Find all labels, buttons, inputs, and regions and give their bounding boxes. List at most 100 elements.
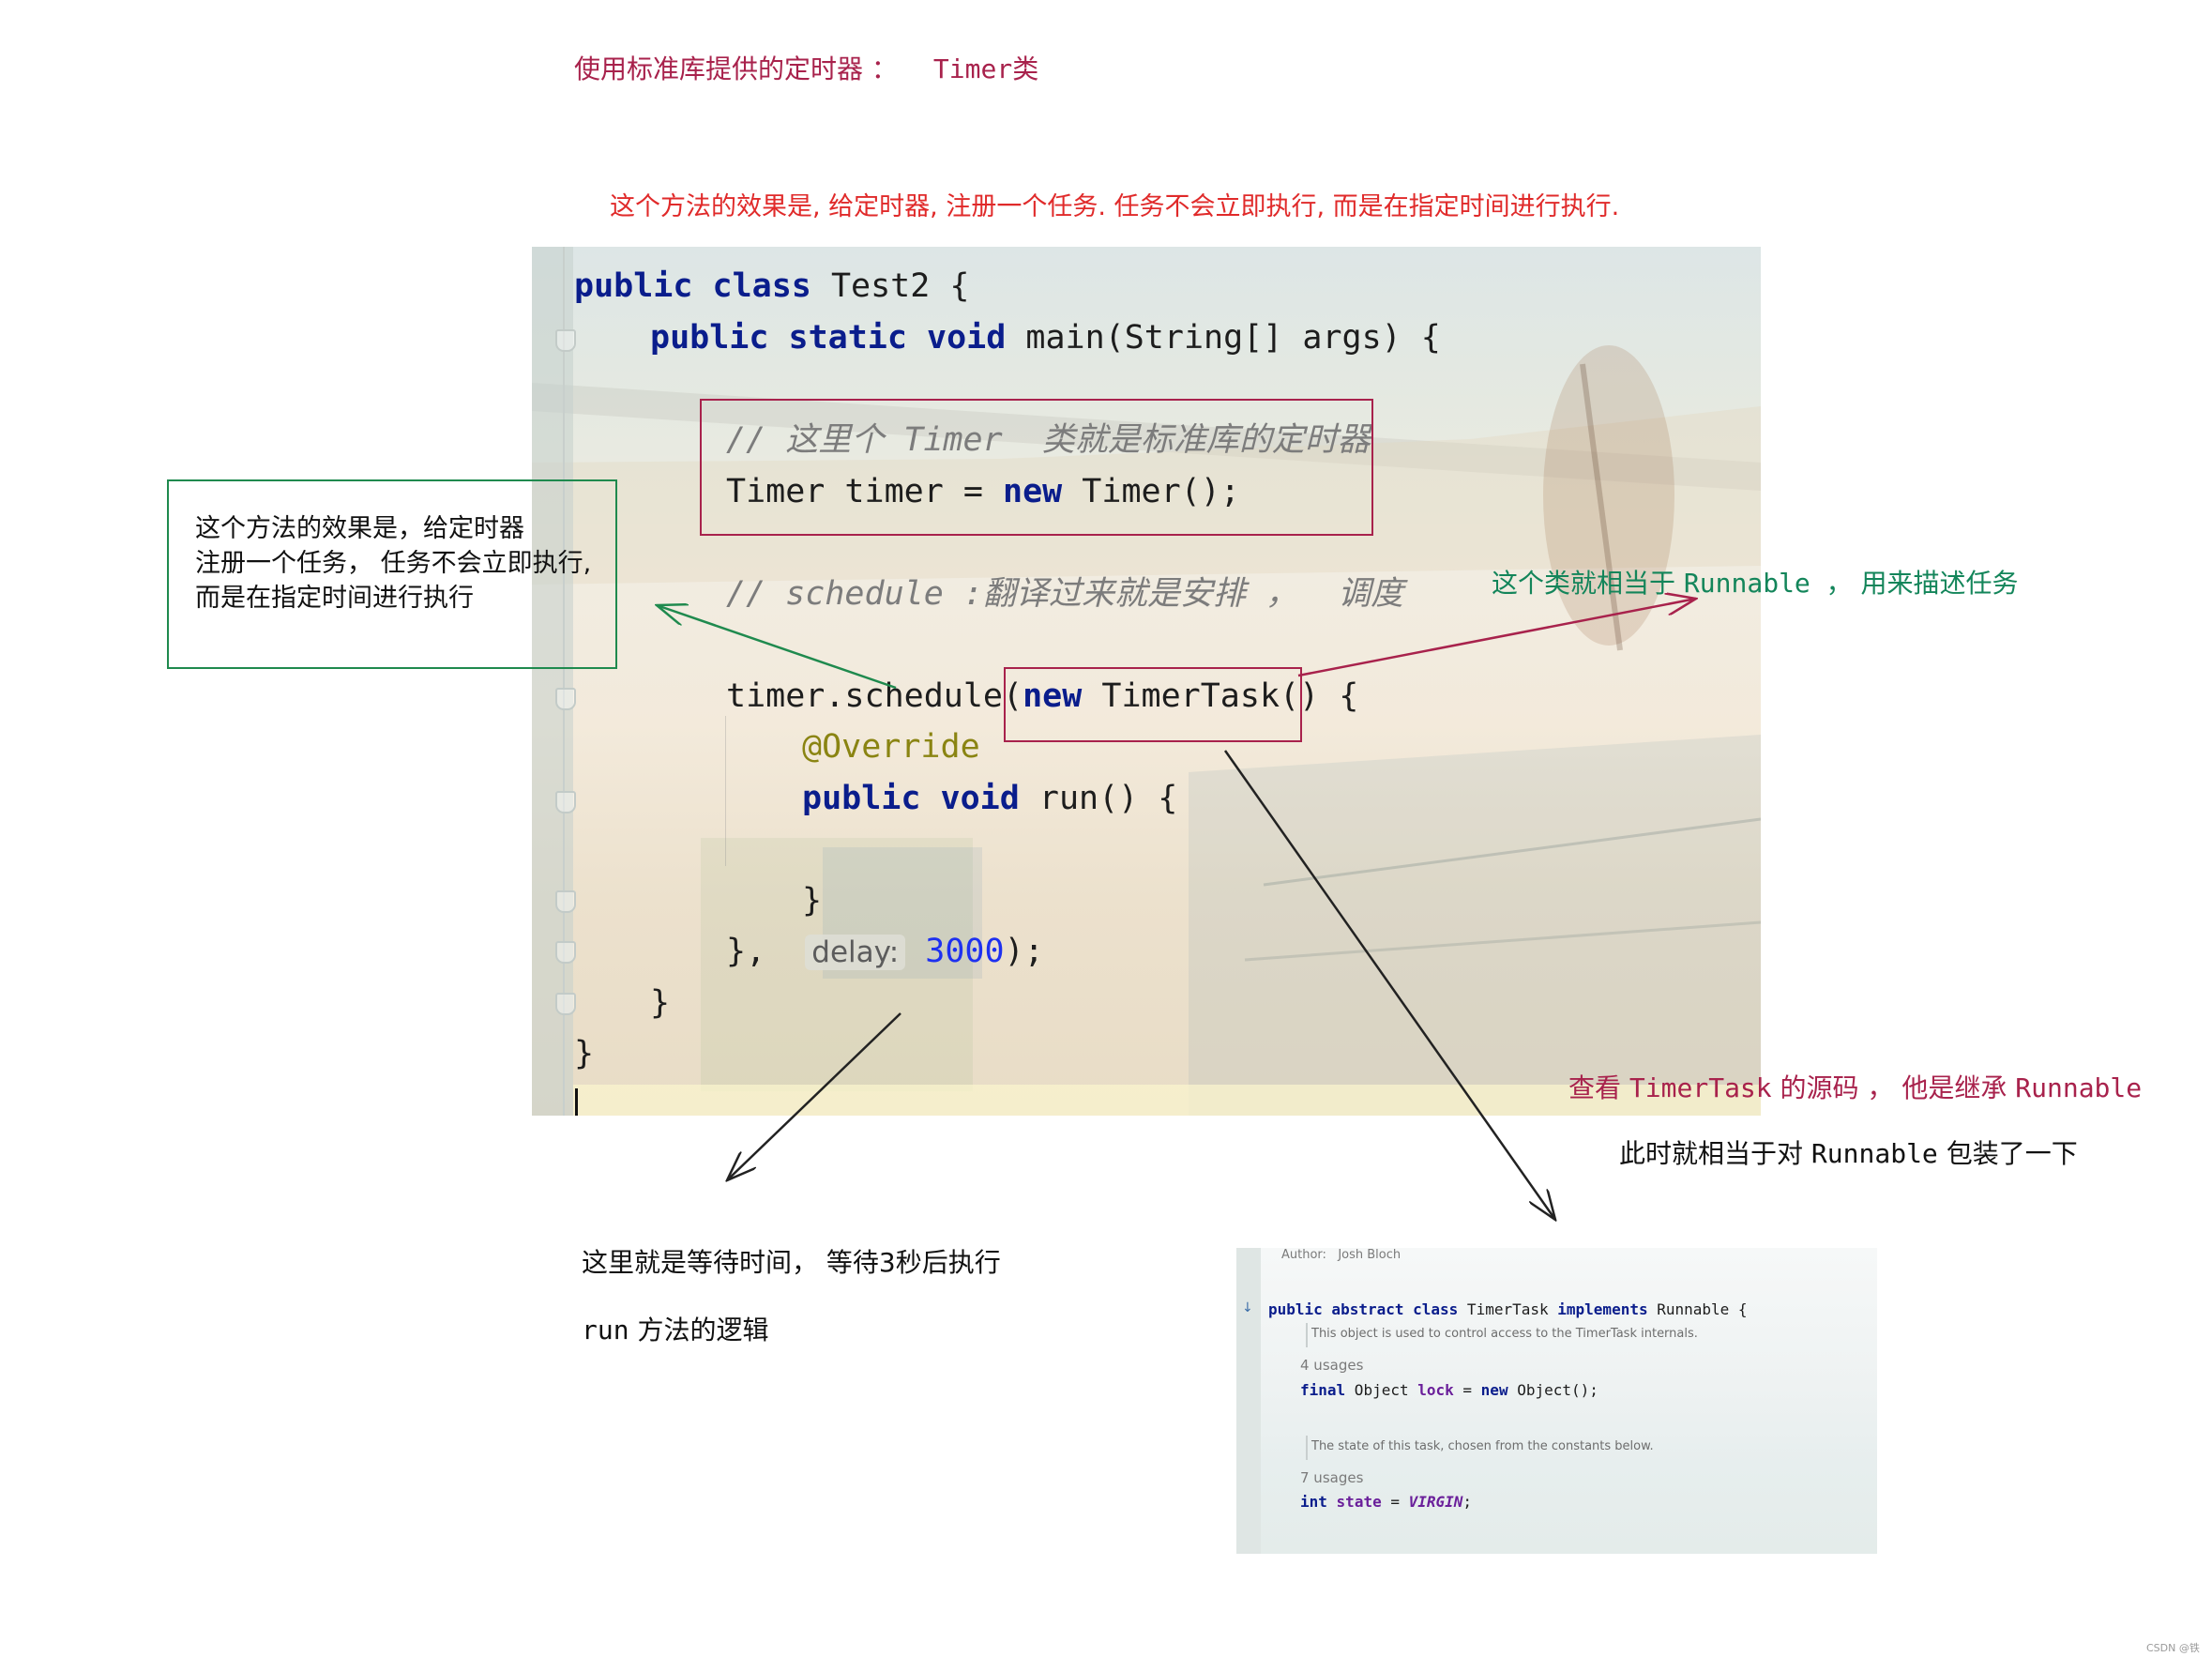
timer-highlight-box	[700, 399, 1373, 536]
number-literal: 3000	[925, 933, 1005, 970]
fold-marker-icon[interactable]	[555, 890, 576, 913]
code-text: TimerTask	[1458, 1300, 1558, 1318]
usages-hint[interactable]: 4 usages	[1300, 1357, 1364, 1374]
editor-gutter	[532, 247, 573, 1116]
run-note: run 方法的逻辑	[582, 1310, 769, 1347]
callout-line: 这个方法的效果是，给定时器	[195, 514, 524, 543]
code-line-6: timer.schedule(new TimerTask() {	[726, 676, 1358, 717]
source-author: Author: Josh Bloch	[1281, 1248, 1401, 1262]
code-line-8: public void run() {	[802, 778, 1177, 819]
timertask-source-screenshot: Author: Josh Bloch ↓ public abstract cla…	[1236, 1248, 1877, 1554]
note-text: 的源码 ， 他是继承	[1780, 1072, 2007, 1103]
code-comment-schedule: // schedule :翻译过来就是安排 ， 调度	[726, 575, 1404, 613]
page-title: 使用标准库提供的定时器 ： Timer类	[574, 49, 1038, 86]
keyword: implements	[1557, 1300, 1648, 1318]
code-text: Test2 {	[811, 267, 970, 305]
code-text: main(String[] args) {	[1006, 319, 1441, 357]
code-text: =	[1453, 1381, 1481, 1399]
code-line-10: }, delay: 3000);	[726, 931, 1044, 973]
doc-bar	[1306, 1436, 1308, 1460]
fold-marker-icon[interactable]	[555, 941, 576, 964]
current-line-highlight	[573, 1085, 1761, 1116]
text-caret	[575, 1088, 578, 1116]
field-name: lock	[1417, 1381, 1454, 1399]
code-text: timer.schedule(	[726, 677, 1023, 715]
keyword: new	[1023, 677, 1083, 715]
doc-bar	[1306, 1323, 1308, 1347]
background-scene	[532, 345, 1761, 1116]
code-text: =	[1381, 1493, 1409, 1511]
code-text: Object	[1345, 1381, 1418, 1399]
keyword: new	[1480, 1381, 1508, 1399]
code-editor-screenshot: public class Test2 { public static void …	[532, 247, 1761, 1116]
watermark-credit: CSDN @铁	[2146, 1642, 2200, 1654]
code-text: },	[726, 933, 786, 970]
subtitle-note: 这个方法的效果是, 给定时器, 注册一个任务. 任务不会立即执行, 而是在指定时…	[610, 192, 1620, 221]
source-state-field: int state = VIRGIN;	[1300, 1493, 1472, 1511]
keyword: final	[1300, 1381, 1346, 1399]
wait-note: 这里就是等待时间， 等待3秒后执行	[582, 1247, 1001, 1278]
note-mono: run	[582, 1315, 629, 1345]
fold-marker-icon[interactable]	[555, 688, 576, 710]
keyword: public abstract class	[1268, 1300, 1459, 1318]
note-text: 用来描述任务	[1860, 568, 2019, 599]
note-text: 包装了一下	[1946, 1138, 2078, 1169]
code-text: );	[1004, 933, 1044, 970]
code-line-11: }	[650, 984, 671, 1022]
implements-marker-icon[interactable]: ↓	[1242, 1300, 1253, 1315]
note-mono: Runnable	[1811, 1138, 1938, 1169]
arrow-to-callout	[657, 605, 897, 690]
constant-name: VIRGIN	[1408, 1493, 1463, 1511]
note-text: 查看	[1568, 1072, 1622, 1103]
code-text: Timer();	[1062, 473, 1240, 510]
source-doc-comment: This object is used to control access to…	[1311, 1327, 1698, 1341]
note-text: 方法的逻辑	[637, 1315, 769, 1345]
source-note: 查看 TimerTask 的源码 ， 他是继承 Runnable	[1568, 1068, 2142, 1105]
keyword: public class	[574, 267, 811, 305]
source-lock-field: final Object lock = new Object();	[1300, 1381, 1598, 1399]
code-text: Timer timer =	[726, 473, 1004, 510]
wrap-note: 此时就相当于对 Runnable 包装了一下	[1619, 1133, 2078, 1171]
code-annotation-override: @Override	[802, 728, 980, 766]
runnable-note: 这个类就相当于 Runnable ， 用来描述任务	[1492, 563, 2019, 600]
title-mono: Timer类	[932, 53, 1039, 84]
source-doc-comment: The state of this task, chosen from the …	[1311, 1439, 1654, 1453]
code-text: run() {	[1019, 780, 1178, 817]
code-line-4: Timer timer = new Timer();	[726, 471, 1240, 512]
keyword: new	[1003, 473, 1063, 510]
arrow-to-source	[1223, 750, 1555, 1220]
note-text: 此时就相当于对	[1619, 1138, 1804, 1169]
indent-guide	[725, 716, 726, 866]
code-text: Runnable {	[1647, 1300, 1748, 1318]
code-text: ;	[1462, 1493, 1473, 1511]
code-line-2: public static void main(String[] args) {	[650, 317, 1441, 358]
keyword: public void	[802, 780, 1020, 817]
code-text: TimerTask() {	[1082, 677, 1359, 715]
code-text: Object();	[1507, 1381, 1598, 1399]
keyword: public static void	[650, 319, 1007, 357]
code-line-12: }	[574, 1035, 595, 1072]
fold-marker-icon[interactable]	[555, 329, 576, 352]
keyword: int	[1300, 1493, 1327, 1511]
note-mono: Runnable	[2015, 1072, 2143, 1103]
schedule-callout-box: 这个方法的效果是，给定时器 注册一个任务， 任务不会立即执行, 而是在指定时间进…	[167, 479, 617, 669]
source-declaration: public abstract class TimerTask implemen…	[1268, 1300, 1748, 1318]
fold-marker-icon[interactable]	[555, 791, 576, 813]
parameter-hint: delay:	[805, 935, 906, 970]
callout-line: 注册一个任务， 任务不会立即执行,	[195, 549, 592, 578]
code-comment-timer: // 这里个 Timer 类就是标准库的定时器	[726, 421, 1371, 459]
source-gutter	[1236, 1248, 1261, 1554]
code-line-1: public class Test2 {	[574, 266, 969, 307]
fold-marker-icon[interactable]	[555, 993, 576, 1015]
gutter-line	[563, 247, 565, 1116]
arrow-to-wait-note	[727, 1012, 901, 1180]
usages-hint[interactable]: 7 usages	[1300, 1469, 1364, 1486]
code-line-9: }	[802, 882, 823, 920]
schedule-callout-text: 这个方法的效果是，给定时器 注册一个任务， 任务不会立即执行, 而是在指定时间进…	[195, 511, 591, 616]
note-mono: Runnable ，	[1683, 568, 1853, 599]
note-mono: TimerTask	[1629, 1072, 1772, 1103]
arrow-to-runnable-note	[1297, 599, 1696, 677]
note-text: 这个类就相当于	[1492, 568, 1676, 599]
title-text: 使用标准库提供的定时器 ：	[574, 53, 898, 84]
